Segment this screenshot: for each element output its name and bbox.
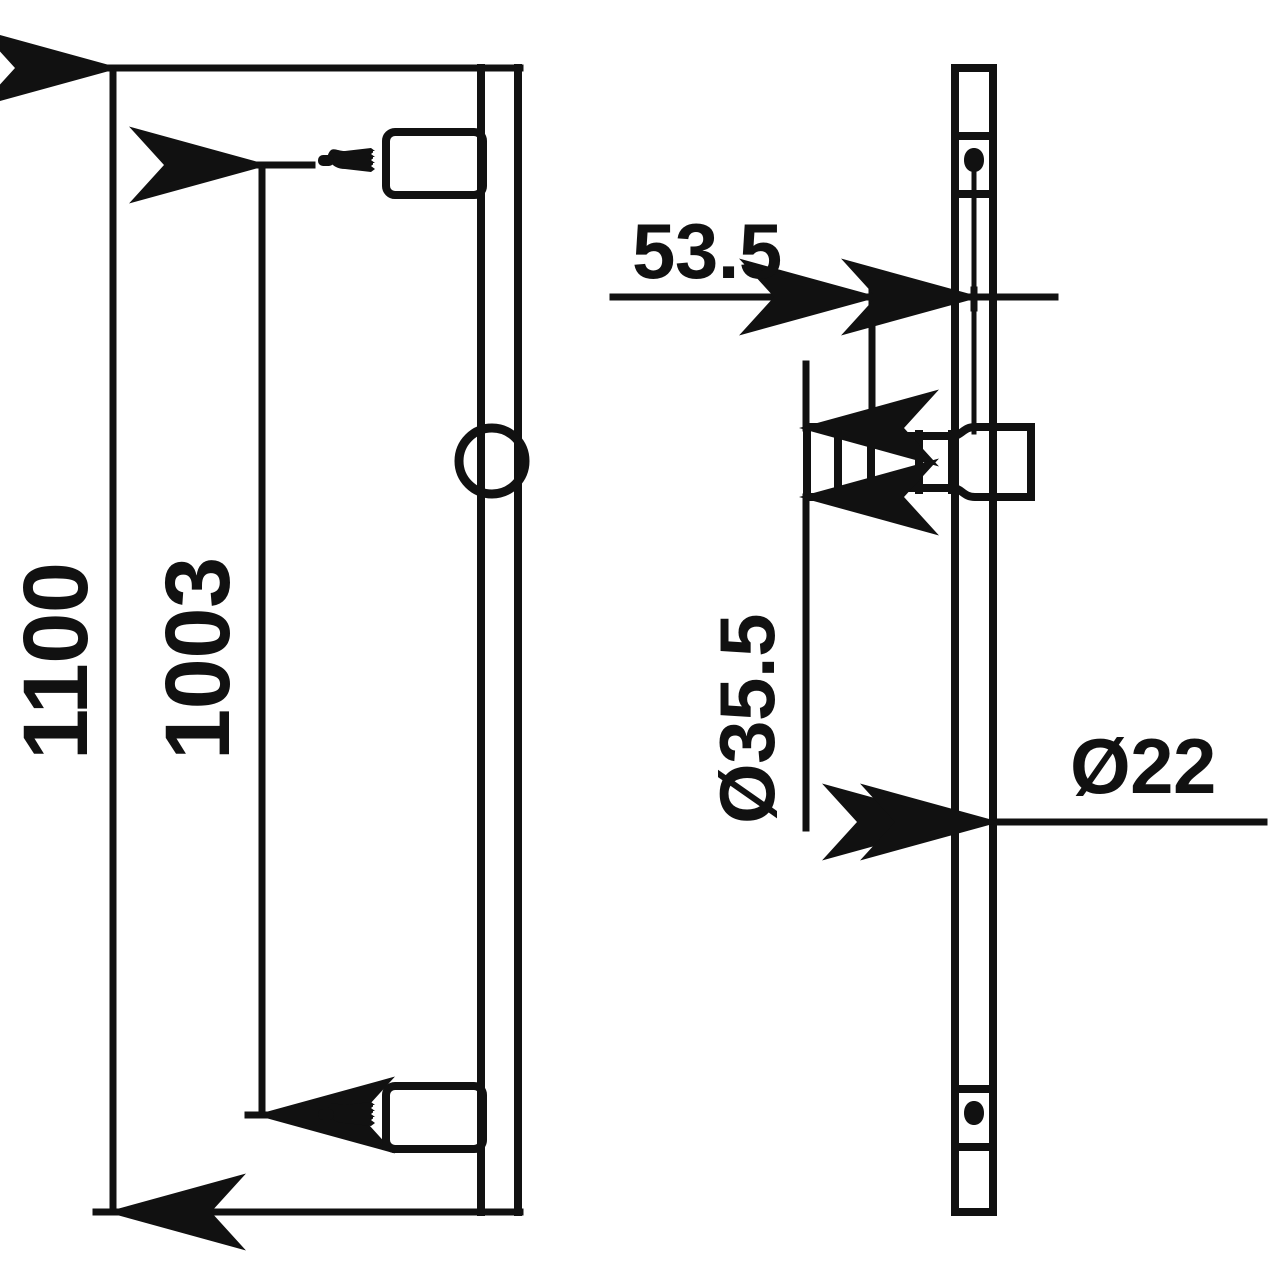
slide-rail-side: [951, 64, 997, 1216]
dimension-label-35-5: Ø35.5: [703, 614, 791, 824]
dimension-1003: [129, 126, 395, 1154]
mount-plate-bottom: [951, 1085, 997, 1151]
dimension-1100: [0, 29, 524, 1251]
dimension-53-5: [609, 258, 1059, 434]
slide-rail-front: [477, 64, 522, 1216]
mount-screw-head-bottom: [964, 1101, 984, 1125]
bracket-top-body: [382, 128, 487, 199]
slider-bracket-side: [803, 423, 1035, 501]
mounting-hole-top: [951, 132, 997, 198]
front-view-group: [0, 29, 530, 1251]
dimension-label-1100: 1100: [5, 562, 107, 760]
dimension-label-53-5: 53.5: [632, 207, 782, 295]
mount-plate-top: [951, 132, 997, 198]
wall-anchor-screw-top: [318, 148, 375, 172]
screw-thread-marks-top: [373, 151, 381, 165]
mount-screw-head-top: [964, 148, 984, 172]
dimension-label-1003: 1003: [147, 557, 249, 760]
wall-bracket-top: [318, 128, 487, 199]
bracket-bottom-body: [382, 1082, 487, 1153]
dimension-label-22: Ø22: [1070, 722, 1216, 810]
wall-bracket-bottom: [318, 1082, 487, 1153]
slider-ring-front: [454, 423, 530, 499]
screw-thread-marks-bottom: [373, 1105, 381, 1119]
side-view-group: [609, 64, 1268, 1216]
wall-anchor-screw-bottom: [318, 1102, 375, 1126]
mounting-hole-bottom: [951, 1085, 997, 1151]
